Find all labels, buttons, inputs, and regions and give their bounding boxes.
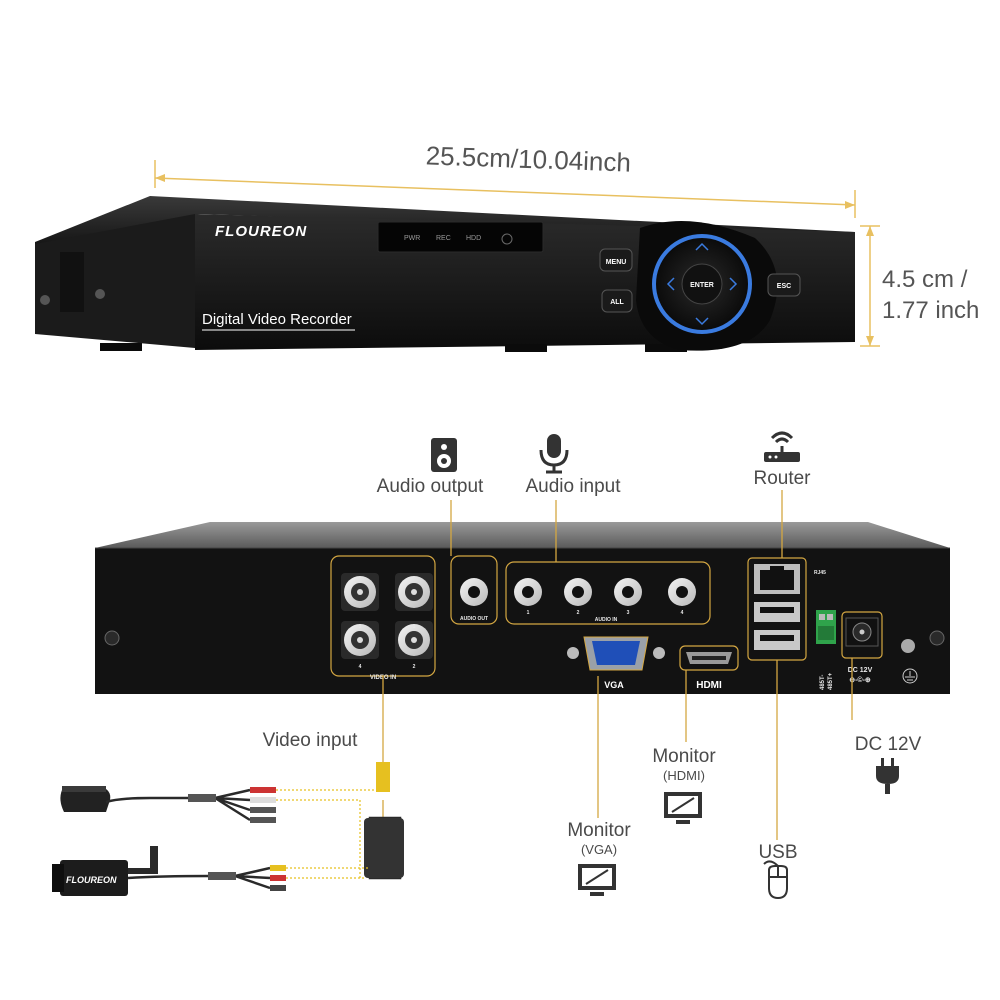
left-arrow-icon[interactable] <box>666 277 675 291</box>
dome-camera <box>60 786 111 812</box>
audio-in-port-label: 2 <box>577 610 580 616</box>
dc-jack[interactable] <box>845 617 879 647</box>
usb-label: USB <box>758 842 797 863</box>
all-button-label: ALL <box>610 299 624 306</box>
height-dimension: 4.5 cm / 1.77 inch <box>860 225 979 347</box>
indicator-hdd: HDD <box>466 235 481 242</box>
height-label-line1: 4.5 cm / <box>882 266 968 293</box>
cable-bundle <box>364 818 404 878</box>
indicator-rec: REC <box>436 235 451 242</box>
rca-audio-in-port[interactable]: 1 <box>514 578 542 616</box>
monitor-vga-sublabel: (VGA) <box>581 842 617 857</box>
navigation-dpad[interactable]: ENTER <box>652 234 752 334</box>
video-port-label: 1 <box>413 624 416 630</box>
microphone-icon <box>539 434 569 474</box>
audio-output-label: Audio output <box>377 476 484 497</box>
rca-audio-in-port[interactable]: 2 <box>564 578 592 616</box>
bnc-video-port[interactable] <box>341 621 379 659</box>
ground-screw-icon <box>901 639 915 653</box>
esc-button[interactable]: ESC <box>767 273 801 297</box>
menu-button-label: MENU <box>606 259 627 266</box>
vga-port[interactable] <box>567 636 665 671</box>
hdmi-port[interactable] <box>679 645 739 671</box>
monitor-hdmi-sublabel: (HDMI) <box>663 768 705 783</box>
audio-in-highlight <box>505 561 711 625</box>
menu-button[interactable]: MENU <box>599 248 633 272</box>
audio-out-highlight <box>450 555 498 625</box>
bnc-video-port[interactable] <box>395 573 433 611</box>
rca-audio-in-port[interactable]: 4 <box>668 578 696 616</box>
video-port-label: 4 <box>359 664 362 670</box>
monitor-icon <box>578 864 616 896</box>
audio-in-port-label: 3 <box>627 610 630 616</box>
up-arrow-icon[interactable] <box>695 242 709 251</box>
audio-out-label: AUDIO OUT <box>460 616 488 622</box>
bnc-video-port[interactable] <box>341 573 379 611</box>
height-label-line2: 1.77 inch <box>882 297 979 324</box>
audio-out-port[interactable] <box>460 578 488 606</box>
front-brand: FLOUREON <box>215 223 307 240</box>
power-plug-icon <box>876 758 899 794</box>
router-icon <box>764 431 800 462</box>
width-label: 25.5cm/10.04inch <box>425 140 631 177</box>
monitor-vga-label: Monitor <box>567 820 631 841</box>
down-arrow-icon[interactable] <box>695 317 709 326</box>
screw-icon <box>104 630 120 646</box>
bullet-camera: FLOUREON <box>52 846 158 896</box>
dc-highlight <box>841 611 883 659</box>
dvr-front-view: FLOUREON Digital Video Recorder PWR REC … <box>35 196 855 352</box>
dc-polarity-icon: ⊖-©-⊕ <box>849 676 871 684</box>
cable-connectors <box>188 762 404 891</box>
vga-label: VGA <box>604 680 624 690</box>
rs485-label-minus: 485T- <box>820 675 826 690</box>
enter-button[interactable] <box>681 263 723 305</box>
monitor-icon <box>664 792 702 824</box>
bnc-plug-icon <box>376 762 390 792</box>
audio-in-port-label: 1 <box>527 610 530 616</box>
screw-icon <box>929 630 945 646</box>
all-button[interactable]: ALL <box>601 289 633 313</box>
usb-port[interactable] <box>754 630 800 650</box>
audio-input-label: Audio input <box>525 476 621 497</box>
rca-audio-in-port[interactable]: 3 <box>614 578 642 616</box>
monitor-hdmi-label: Monitor <box>652 746 716 767</box>
audio-in-port-label: 4 <box>681 610 684 616</box>
width-dimension: 25.5cm/10.04inch <box>154 140 856 218</box>
mouse-icon <box>763 860 788 900</box>
router-label: Router <box>753 468 811 489</box>
enter-button-label: ENTER <box>690 282 714 289</box>
rj45-label: RJ45 <box>814 570 826 576</box>
rs485-terminal[interactable] <box>816 610 836 644</box>
signal-paths <box>276 789 383 879</box>
dc-port-label: DC 12V <box>848 667 873 674</box>
audio-in-label: AUDIO IN <box>595 617 618 623</box>
dc-12v-label: DC 12V <box>855 734 922 755</box>
front-model-label: Digital Video Recorder <box>202 311 352 328</box>
speaker-icon <box>431 438 457 472</box>
video-port-label: 3 <box>359 624 362 630</box>
right-arrow-icon[interactable] <box>729 277 738 291</box>
hdmi-label: HDMI <box>696 680 722 691</box>
camera-brand: FLOUREON <box>66 875 117 885</box>
usb-port[interactable] <box>754 602 800 622</box>
bnc-video-port[interactable] <box>395 621 433 659</box>
ground-symbol-icon <box>902 668 918 684</box>
indicator-pwr: PWR <box>404 235 420 242</box>
video-port-label: 2 <box>413 664 416 670</box>
ir-receiver-icon <box>501 233 513 245</box>
rj45-port[interactable] <box>754 564 800 594</box>
video-input-label: Video input <box>263 730 358 751</box>
esc-button-label: ESC <box>777 283 791 290</box>
rs485-label-plus: 485T+ <box>828 672 834 690</box>
